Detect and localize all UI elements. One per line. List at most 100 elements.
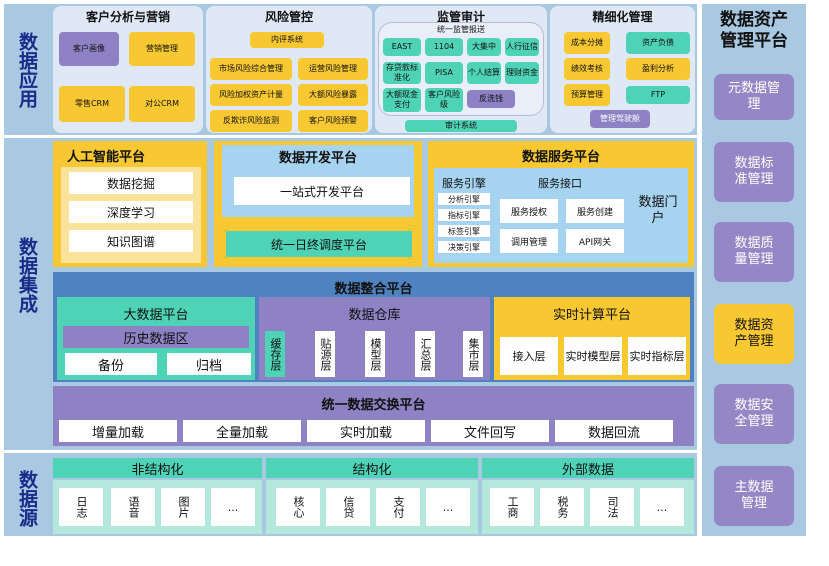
asset-item-security: 数据安全管理 [714, 384, 794, 444]
engine-2: 标签引擎 [438, 225, 490, 237]
exchange-4: 数据回流 [555, 420, 673, 442]
layer-model: 模型层 [365, 331, 385, 377]
archive: 归档 [167, 353, 251, 375]
panel-title: 数据开发平台 [278, 151, 357, 166]
chip-refine-3: 盈利分析 [626, 58, 690, 80]
source-structured: 结构化 核心 信贷 支付 ... [266, 458, 478, 534]
panel-refined-management: 精细化管理 成本分摊 资产负债 绩效考核 盈利分析 预算管理 FTP 管理驾驶舱 [550, 6, 695, 133]
chip-audit-8: 大额现金支付 [383, 88, 421, 112]
src-more-1: ... [211, 488, 255, 526]
structured-title: 结构化 [266, 458, 478, 478]
row-label-integration: 数据集成 [16, 237, 38, 313]
asset-title: 数据资产管理平台 [720, 10, 788, 51]
chip-audit-1: 1104 [425, 38, 463, 56]
iface-3: API网关 [566, 229, 624, 253]
panel-risk: 风险管控 内评系统 市场风险综合管理 运营风险管理 风险加权资产计量 大额风险暴… [206, 6, 372, 133]
chip-audit-0: EAST [383, 38, 421, 56]
data-warehouse: 数据仓库 缓存层 贴源层 模型层 汇总层 集市层 [259, 297, 490, 380]
chip-refine-6: 管理驾驶舱 [590, 110, 650, 128]
iface-2: 调用管理 [500, 229, 558, 253]
chip-audit-4: 存贷款标准化 [383, 62, 421, 84]
service-iface-title: 服务接口 [538, 177, 582, 190]
chip-audit-5: PISA [425, 62, 463, 84]
layer-mart: 集市层 [463, 331, 483, 377]
asset-item-metadata: 元数据管理 [714, 74, 794, 120]
src-log: 日志 [59, 488, 103, 526]
chip-refine-0: 成本分摊 [564, 32, 610, 54]
chip-customer-profile: 客户画像 [59, 32, 119, 66]
iface-0: 服务授权 [500, 199, 558, 223]
audit-group-label: 统一监管报送 [437, 25, 485, 34]
panel-dev-platform: 数据开发平台 一站式开发平台 统一日终调度平台 [214, 141, 422, 267]
data-portal: 数据门户 [638, 195, 678, 226]
chip-audit-10: 反洗钱 [467, 90, 515, 108]
realtime-layer-1: 实时模型层 [564, 337, 622, 375]
layer-cache: 缓存层 [265, 331, 285, 377]
src-image: 图片 [161, 488, 205, 526]
panel-integration-platform: 数据整合平台 大数据平台 历史数据区 备份 归档 数据仓库 缓存层 贴源层 模型… [53, 272, 694, 382]
panel-customer-analysis: 客户分析与营销 客户画像 营销管理 零售CRM 对公CRM [53, 6, 203, 133]
chip-refine-2: 绩效考核 [564, 58, 610, 80]
chip-risk-5: 客户风险预警 [298, 110, 368, 132]
src-business: 工商 [490, 488, 534, 526]
src-more-3: ... [640, 488, 684, 526]
chip-refine-1: 资产负债 [626, 32, 690, 54]
dev-item-0: 一站式开发平台 [234, 177, 410, 205]
panel-title: 客户分析与营销 [85, 10, 170, 24]
source-unstructured: 非结构化 日志 语音 图片 ... [53, 458, 262, 534]
unstructured-title: 非结构化 [53, 458, 262, 478]
external-title: 外部数据 [482, 458, 694, 478]
chip-audit-system: 审计系统 [405, 120, 517, 132]
ai-item-1: 深度学习 [69, 201, 193, 223]
source-external: 外部数据 工商 税务 司法 ... [482, 458, 694, 534]
panel-title: 人工智能平台 [67, 150, 146, 165]
src-voice: 语音 [111, 488, 155, 526]
chip-risk-1: 运营风险管理 [298, 58, 368, 80]
exchange-0: 增量加载 [59, 420, 177, 442]
chip-refine-5: FTP [626, 86, 690, 104]
chip-audit-6: 个人结算 [467, 62, 501, 84]
engine-1: 指标引擎 [438, 209, 490, 221]
asset-item-quality: 数据质量管理 [714, 222, 794, 282]
src-core: 核心 [276, 488, 320, 526]
src-credit: 信贷 [326, 488, 370, 526]
bigdata-platform: 大数据平台 历史数据区 备份 归档 [57, 297, 255, 380]
panel-audit: 监管审计 统一监管报送 EAST 1104 大集中 人行征信 存贷款标准化 PI… [375, 6, 547, 133]
chip-internal-rating: 内评系统 [250, 32, 324, 48]
realtime-title: 实时计算平台 [552, 308, 631, 323]
panel-exchange-platform: 统一数据交换平台 增量加载 全量加载 实时加载 文件回写 数据回流 [53, 386, 694, 446]
chip-marketing: 营销管理 [129, 32, 195, 66]
chip-risk-0: 市场风险综合管理 [210, 58, 292, 80]
chip-audit-2: 大集中 [467, 38, 501, 56]
asset-item-standard: 数据标准管理 [714, 142, 794, 202]
src-payment: 支付 [376, 488, 420, 526]
iface-1: 服务创建 [566, 199, 624, 223]
layer-summary: 汇总层 [415, 331, 435, 377]
realtime-layer-2: 实时指标层 [628, 337, 686, 375]
asset-item-asset: 数据资产管理 [714, 304, 794, 364]
realtime-layer-0: 接入层 [500, 337, 558, 375]
exchange-1: 全量加载 [183, 420, 301, 442]
exchange-3: 文件回写 [431, 420, 549, 442]
asset-item-master: 主数据管理 [714, 466, 794, 526]
dev-item-1: 统一日终调度平台 [226, 231, 412, 257]
engine-0: 分析引擎 [438, 193, 490, 205]
panel-title: 监管审计 [436, 10, 485, 24]
backup: 备份 [65, 353, 157, 375]
engine-3: 决策引擎 [438, 241, 490, 253]
row-label-app: 数据应用 [16, 32, 38, 108]
chip-refine-4: 预算管理 [564, 84, 610, 106]
panel-title: 数据整合平台 [334, 282, 413, 297]
realtime-platform: 实时计算平台 接入层 实时模型层 实时指标层 [494, 297, 690, 380]
row-label-source: 数据源 [16, 469, 38, 527]
history-zone: 历史数据区 [63, 326, 249, 348]
panel-ai-platform: 人工智能平台 数据挖掘 深度学习 知识图谱 [53, 141, 207, 267]
src-tax: 税务 [540, 488, 584, 526]
panel-title: 数据服务平台 [521, 150, 600, 165]
bigdata-title: 大数据平台 [123, 308, 189, 323]
chip-audit-9: 客户风险级 [425, 88, 463, 112]
chip-audit-7: 理财资金 [505, 62, 539, 84]
service-engine-title: 服务引擎 [442, 177, 486, 190]
chip-risk-2: 风险加权资产计量 [210, 84, 292, 106]
layer-source: 贴源层 [315, 331, 335, 377]
